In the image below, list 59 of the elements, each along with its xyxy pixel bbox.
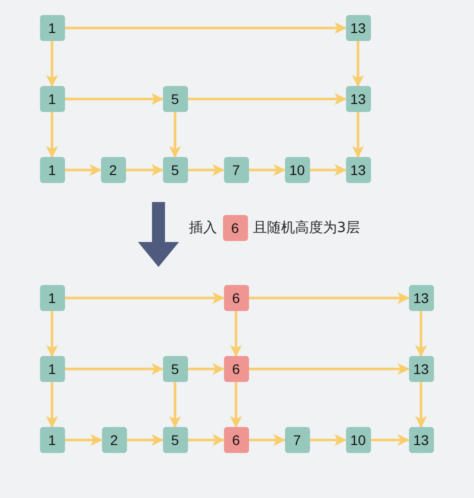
list-node: 6 bbox=[224, 285, 248, 311]
list-node: 1 bbox=[40, 356, 64, 382]
arrow bbox=[188, 434, 224, 446]
arrow bbox=[64, 292, 224, 304]
arrow bbox=[415, 382, 427, 428]
arrow bbox=[248, 434, 286, 446]
list-node: 1 bbox=[40, 86, 64, 112]
arrow bbox=[126, 434, 164, 446]
list-node: 7 bbox=[284, 427, 310, 453]
arrow bbox=[46, 311, 58, 357]
list-node: 7 bbox=[224, 157, 248, 183]
arrow bbox=[352, 41, 364, 87]
arrow bbox=[64, 363, 164, 375]
arrow bbox=[310, 434, 346, 446]
arrow bbox=[64, 93, 164, 105]
arrow bbox=[310, 164, 346, 176]
arrow bbox=[248, 292, 410, 304]
arrow bbox=[415, 311, 427, 357]
list-node: 2 bbox=[102, 427, 126, 453]
arrow bbox=[64, 22, 346, 34]
list-node: 10 bbox=[346, 427, 370, 453]
arrow bbox=[64, 434, 102, 446]
list-node: 2 bbox=[100, 157, 126, 183]
arrow bbox=[46, 112, 58, 158]
arrow bbox=[169, 112, 181, 158]
arrow bbox=[230, 382, 242, 428]
list-node: 13 bbox=[346, 15, 370, 41]
list-node: 13 bbox=[408, 285, 434, 311]
list-node: 6 bbox=[222, 215, 248, 241]
arrow bbox=[188, 164, 224, 176]
list-node: 1 bbox=[40, 427, 64, 453]
arrow bbox=[188, 93, 346, 105]
list-node: 13 bbox=[408, 427, 434, 453]
list-node: 13 bbox=[346, 86, 370, 112]
arrow bbox=[370, 434, 410, 446]
list-node: 5 bbox=[162, 427, 188, 453]
list-node: 1 bbox=[40, 15, 64, 41]
list-node: 6 bbox=[224, 356, 248, 382]
list-node: 5 bbox=[162, 356, 188, 382]
list-node: 13 bbox=[408, 356, 434, 382]
arrow bbox=[248, 363, 410, 375]
caption-text: 插入 bbox=[189, 219, 217, 237]
list-node: 1 bbox=[40, 157, 64, 183]
list-node: 10 bbox=[284, 157, 310, 183]
list-node: 5 bbox=[162, 157, 188, 183]
arrow bbox=[46, 41, 58, 87]
list-node: 6 bbox=[224, 427, 248, 453]
list-node: 13 bbox=[346, 157, 370, 183]
arrow bbox=[352, 112, 364, 158]
arrow bbox=[230, 311, 242, 357]
arrow bbox=[46, 382, 58, 428]
arrow bbox=[169, 382, 181, 428]
arrow bbox=[248, 164, 286, 176]
arrow bbox=[64, 164, 102, 176]
list-node: 5 bbox=[162, 86, 188, 112]
arrow bbox=[188, 363, 224, 375]
arrow bbox=[126, 164, 164, 176]
caption-text: 且随机高度为3层 bbox=[253, 219, 360, 237]
list-node: 1 bbox=[40, 285, 64, 311]
